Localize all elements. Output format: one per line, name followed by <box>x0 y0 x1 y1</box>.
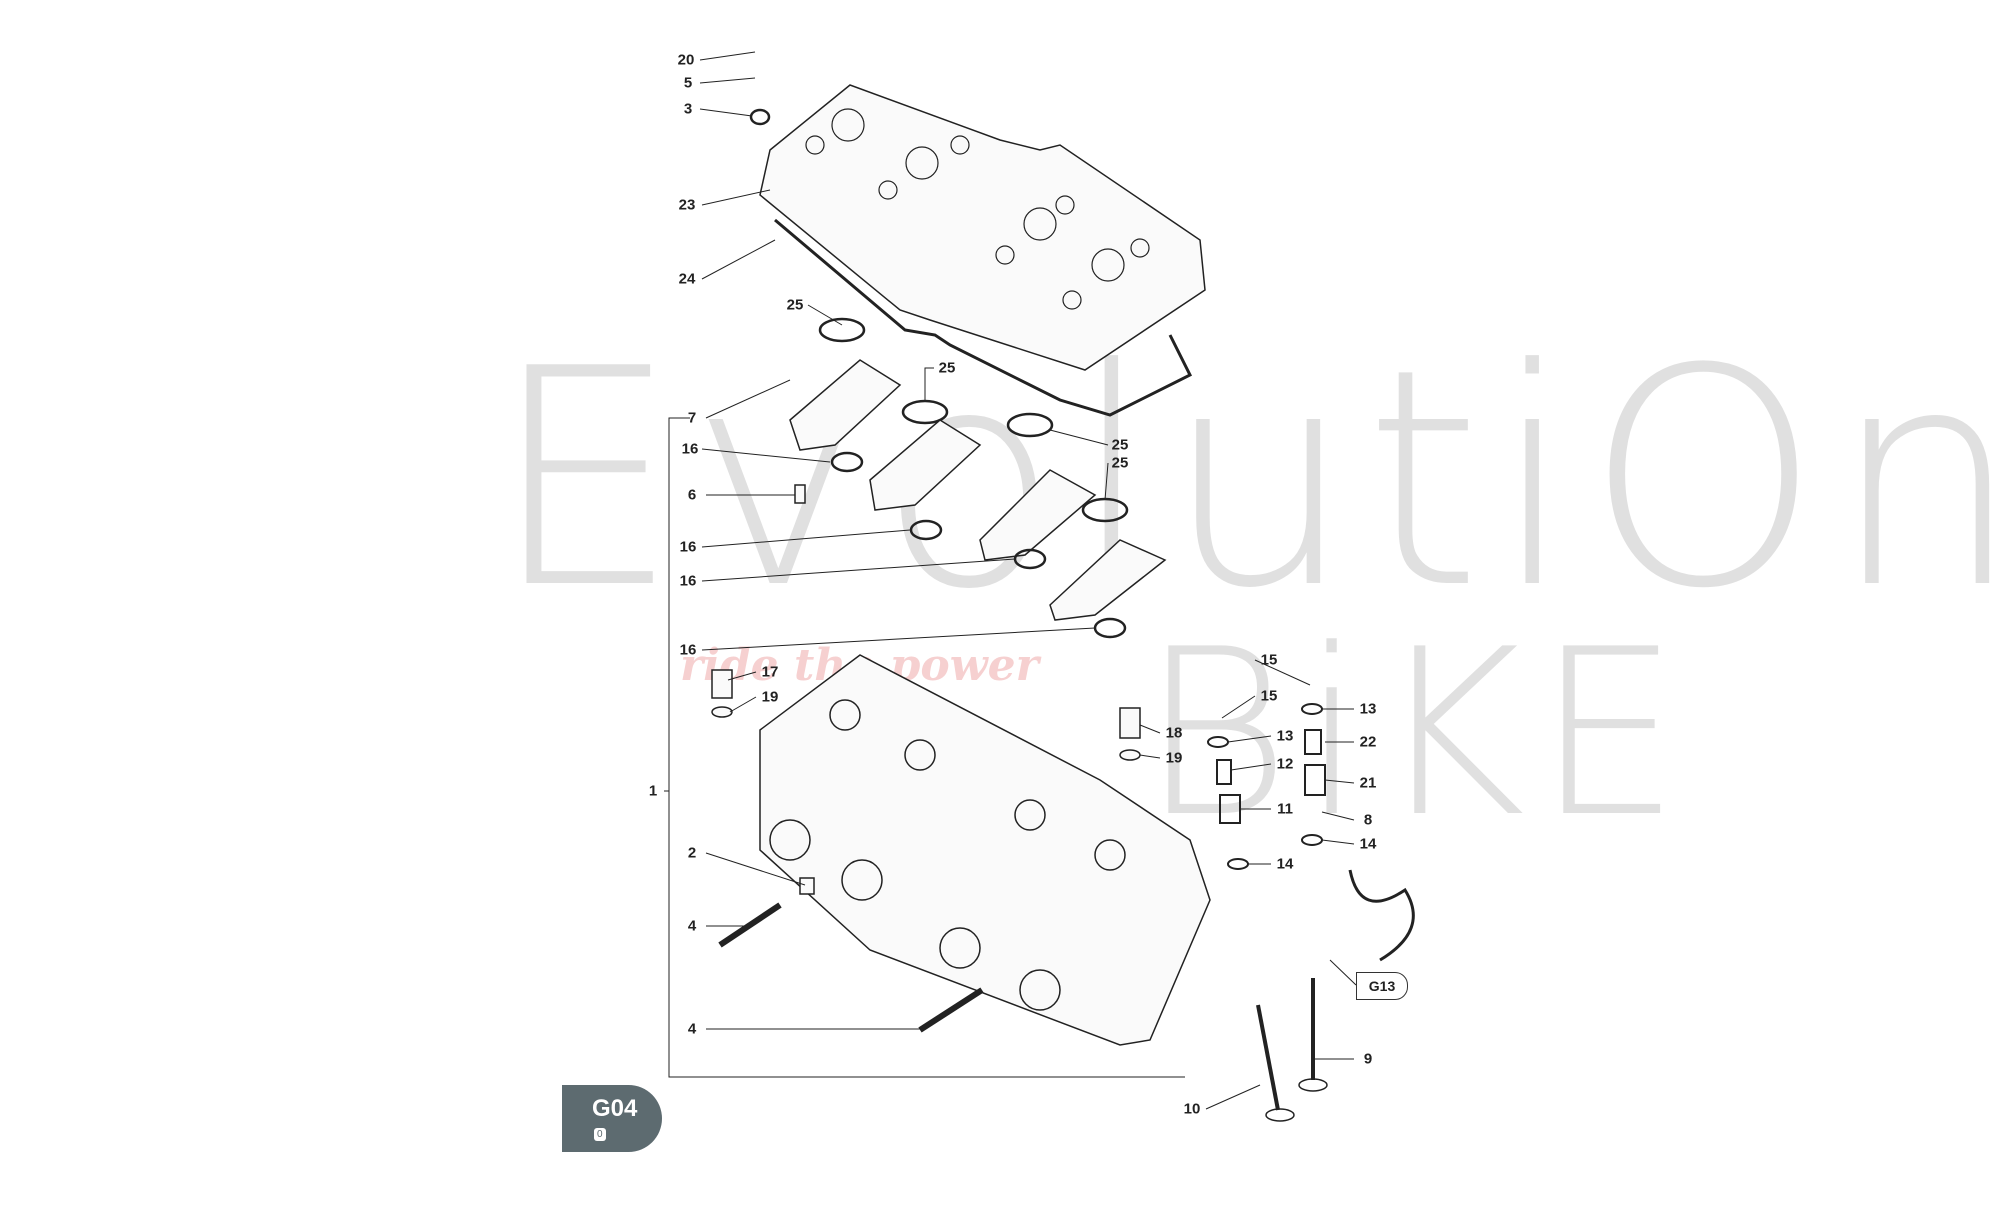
callout-25: 25 <box>938 359 956 377</box>
callout-23: 23 <box>678 196 696 214</box>
callout-16: 16 <box>679 641 697 659</box>
callout-20: 20 <box>677 51 695 69</box>
callout-3: 3 <box>683 100 693 118</box>
callout-15: 15 <box>1260 687 1278 705</box>
callout-9: 9 <box>1363 1050 1373 1068</box>
callout-22: 22 <box>1359 733 1377 751</box>
valve-springs <box>1207 703 1326 870</box>
watermark-brand-sub: BiKE <box>1140 601 1691 868</box>
leader-lines <box>664 51 1357 1110</box>
callout-14: 14 <box>1276 855 1294 873</box>
hose <box>1348 869 1415 962</box>
watermark-brand: EvolutiOn <box>490 305 2000 654</box>
valve-cover <box>759 84 1206 371</box>
o-rings <box>749 108 1127 639</box>
callout-21: 21 <box>1359 774 1377 792</box>
callout-5: 5 <box>683 74 693 92</box>
callout-8: 8 <box>1363 811 1373 829</box>
assembly-bracket <box>668 417 1185 1078</box>
callout-25: 25 <box>786 296 804 314</box>
callout-6: 6 <box>687 486 697 504</box>
callout-14: 14 <box>1359 835 1377 853</box>
callout-16: 16 <box>679 538 697 556</box>
cylinder-head <box>759 654 1211 1046</box>
stud <box>718 902 782 948</box>
valve-cover-gasket <box>774 218 1193 417</box>
callout-25: 25 <box>1111 436 1129 454</box>
callout-19: 19 <box>1165 749 1183 767</box>
callout-10: 10 <box>1183 1100 1201 1118</box>
callout-16: 16 <box>681 440 699 458</box>
page-badge: G04 0 <box>562 1085 662 1152</box>
callout-24: 24 <box>678 270 696 288</box>
callout-17: 17 <box>761 663 779 681</box>
callout-2: 2 <box>687 844 697 862</box>
callout-11: 11 <box>1277 800 1293 818</box>
valve-cover-bosses <box>805 108 1150 310</box>
callout-4: 4 <box>687 1020 697 1038</box>
valve <box>1256 1004 1280 1111</box>
callout-1: 1 <box>648 782 658 800</box>
callout-25: 25 <box>1111 454 1129 472</box>
callout-4: 4 <box>687 917 697 935</box>
plugs <box>711 484 1141 895</box>
callout-16: 16 <box>679 572 697 590</box>
callout-13: 13 <box>1359 700 1377 718</box>
reference-g13-tag[interactable]: G13 <box>1356 972 1408 1000</box>
callout-18: 18 <box>1165 724 1183 742</box>
stud <box>918 987 984 1033</box>
callout-13: 13 <box>1276 727 1294 745</box>
callout-12: 12 <box>1276 755 1294 773</box>
callout-19: 19 <box>761 688 779 706</box>
callout-15: 15 <box>1260 651 1278 669</box>
camshaft-caps <box>789 359 1167 621</box>
badge-revision: 0 <box>594 1128 606 1141</box>
callout-7: 7 <box>687 409 697 427</box>
cylinder-head-ports <box>769 699 1126 1011</box>
badge-code: G04 <box>592 1095 638 1122</box>
